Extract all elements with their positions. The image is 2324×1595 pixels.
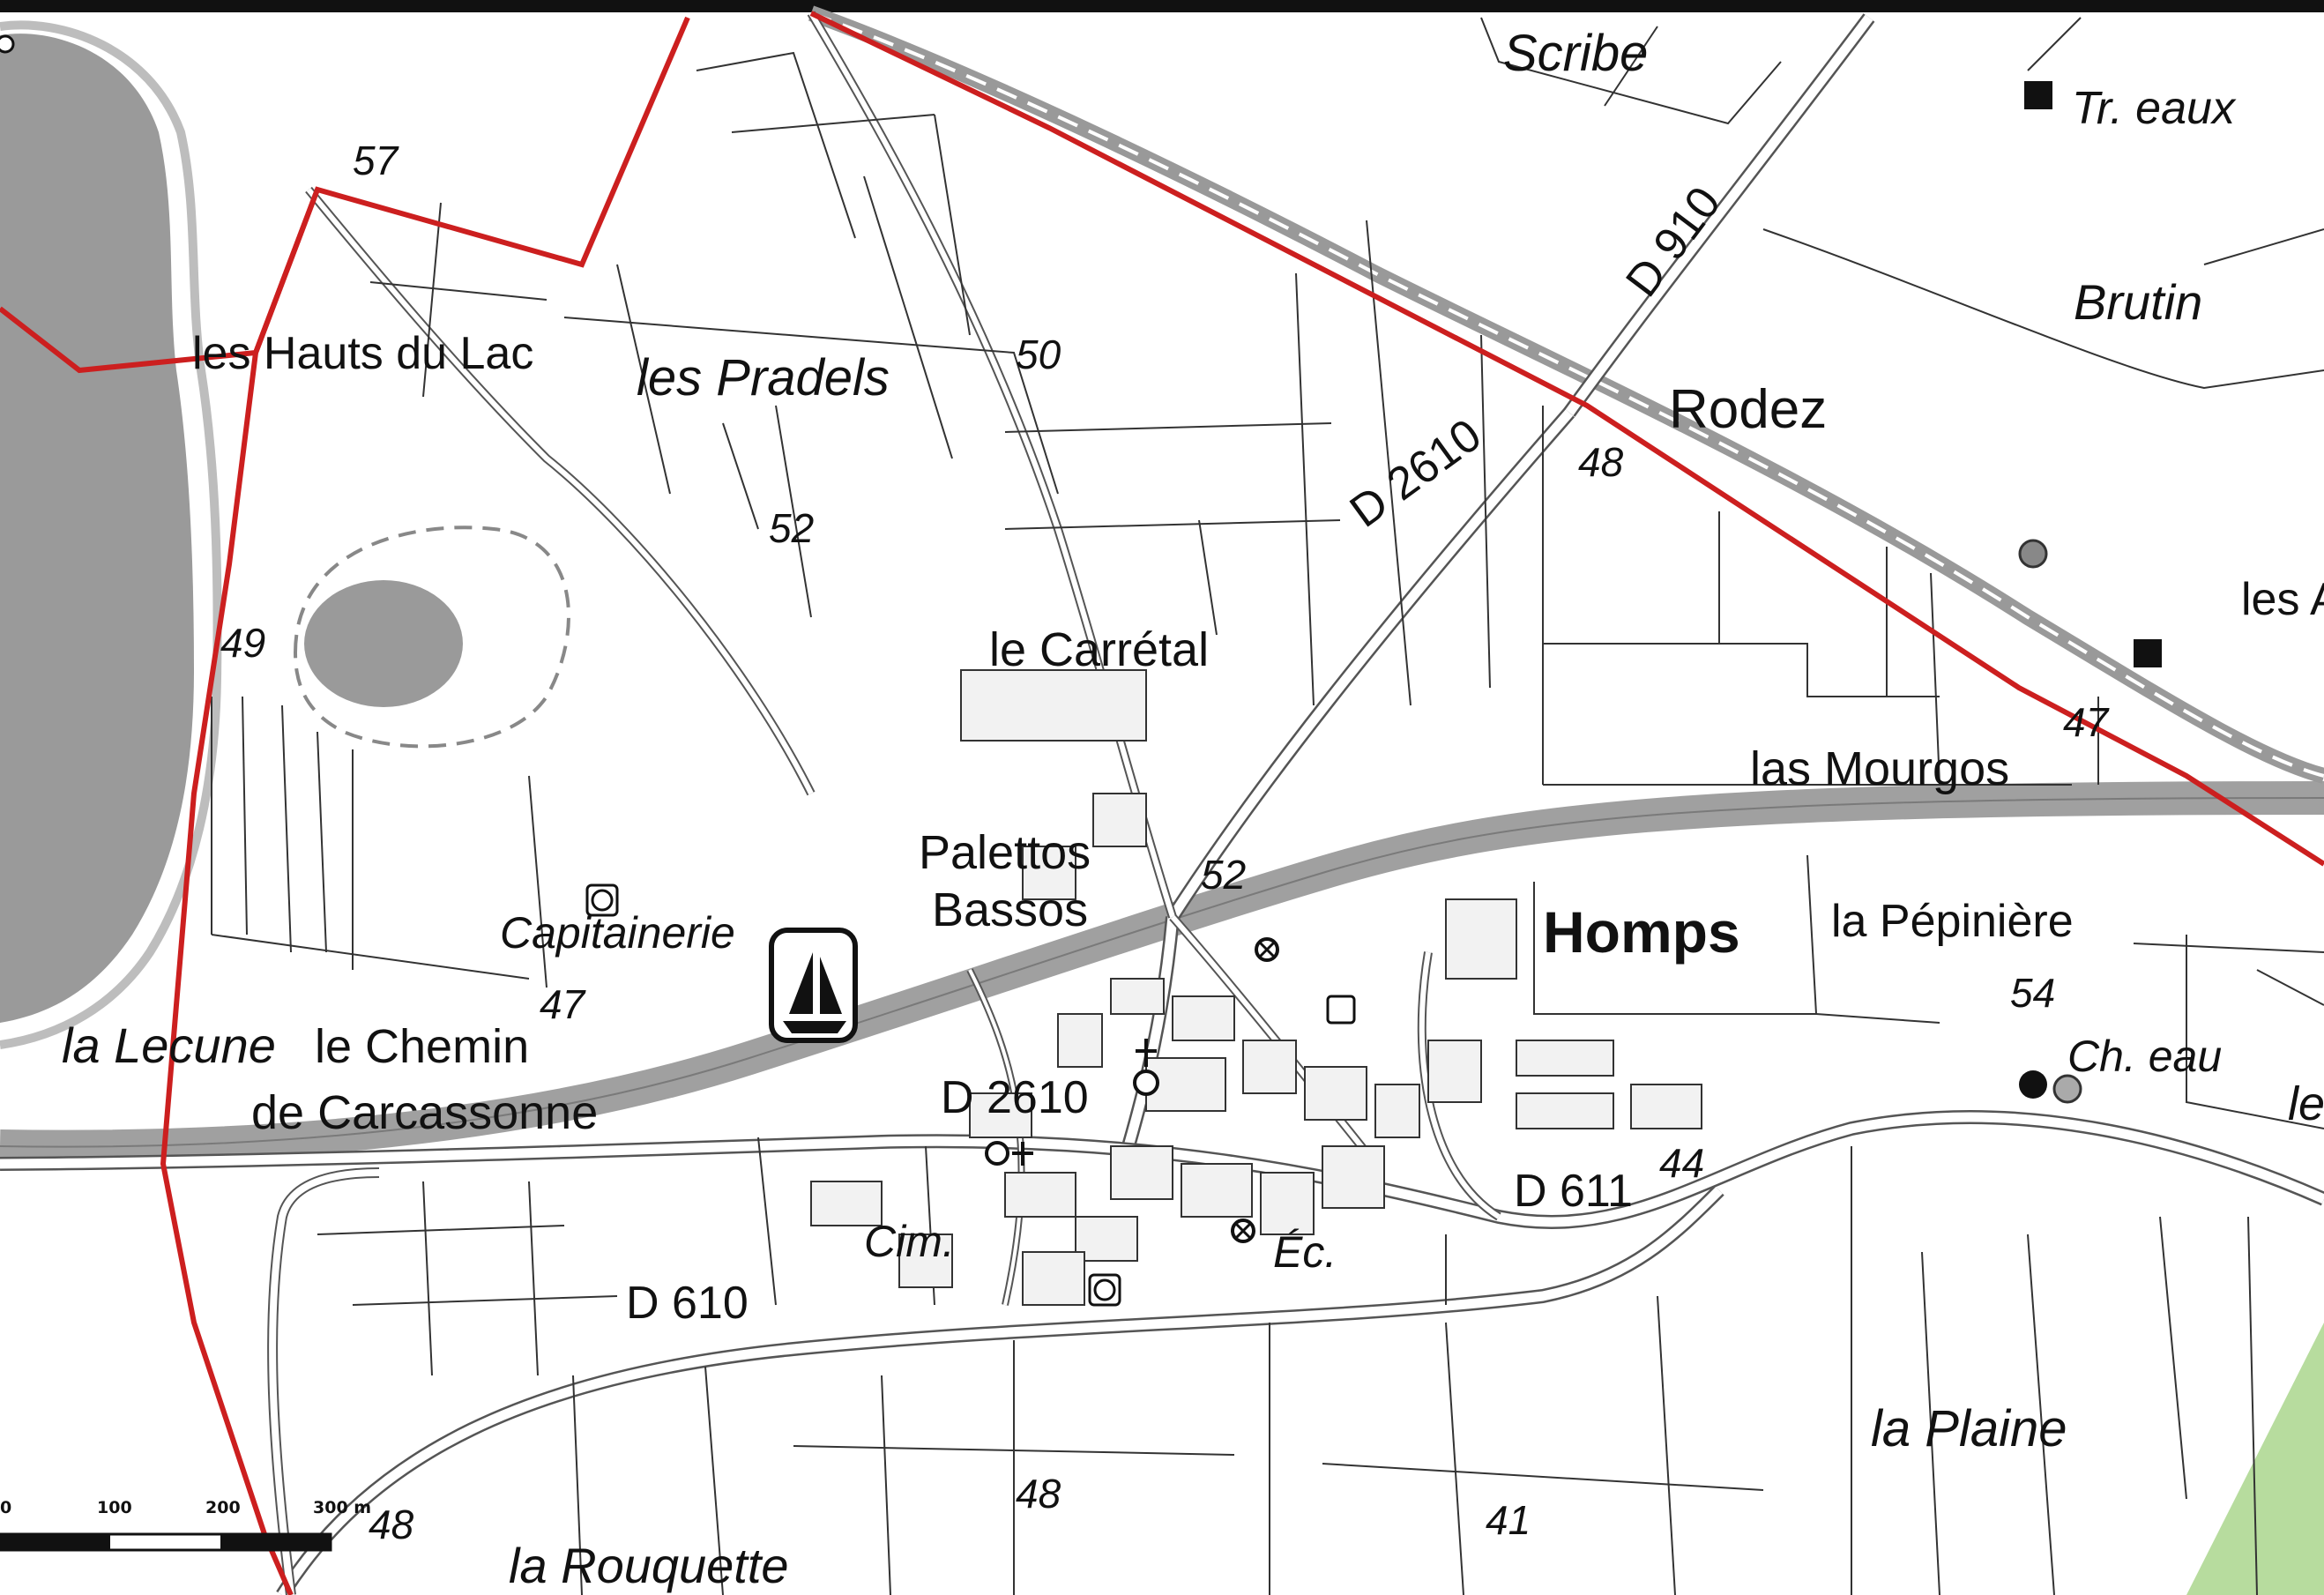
label-bassos: Bassos bbox=[932, 883, 1088, 936]
railway-track bbox=[810, 11, 2324, 778]
label-rodez: Rodez bbox=[1669, 379, 1827, 440]
label-ec: Éc. bbox=[1273, 1227, 1337, 1277]
lake bbox=[0, 20, 222, 1049]
altitude-49: 49 bbox=[220, 620, 265, 666]
altitude-48-s: 48 bbox=[1016, 1471, 1061, 1517]
cadastral-parcels bbox=[211, 17, 2324, 1595]
label-palettos: Palettos bbox=[919, 826, 1091, 879]
altitude-50: 50 bbox=[1016, 332, 1061, 377]
altitude-54: 54 bbox=[2010, 970, 2055, 1016]
scale-label-100: 100 bbox=[97, 1498, 132, 1517]
corner-cross-circle-icon bbox=[0, 34, 15, 54]
building-square-icon bbox=[2134, 639, 2162, 667]
canal-edge bbox=[0, 797, 2324, 1148]
altitude-57: 57 bbox=[353, 138, 399, 183]
scale-label-200: 200 bbox=[205, 1498, 241, 1517]
church-cross-icon bbox=[1136, 1039, 1157, 1067]
altitude-52-n: 52 bbox=[769, 505, 814, 551]
point-grey-icon bbox=[2018, 539, 2048, 569]
label-homps: Homps bbox=[1543, 899, 1740, 965]
label-la-rouquette: la Rouquette bbox=[509, 1538, 789, 1593]
label-capitainerie: Capitainerie bbox=[500, 908, 735, 958]
label-les-a: les A bbox=[2241, 574, 2324, 625]
commune-boundary-west bbox=[160, 188, 320, 1595]
cemetery-cross-icon bbox=[1012, 1142, 1033, 1166]
label-d2610-south: D 2610 bbox=[941, 1072, 1089, 1123]
cemetery-circle-icon bbox=[985, 1141, 1009, 1166]
forest-area bbox=[2186, 1323, 2324, 1595]
altitude-47-w: 47 bbox=[540, 981, 586, 1027]
scale-label-0: 0 bbox=[0, 1498, 11, 1517]
commune-boundary-north-east bbox=[809, 11, 2324, 867]
label-la-pepiniere: la Pépinière bbox=[1831, 896, 2074, 947]
scale-label-300m: 300 m bbox=[313, 1498, 371, 1517]
label-brutin: Brutin bbox=[2074, 274, 2202, 330]
altitude-48-sw: 48 bbox=[369, 1502, 414, 1547]
label-d610: D 610 bbox=[626, 1278, 749, 1329]
church-circle-icon bbox=[1133, 1070, 1159, 1096]
label-le-carretal: le Carrétal bbox=[989, 623, 1209, 676]
sign-icon-3 bbox=[1326, 995, 1356, 1025]
marina-symbol bbox=[769, 928, 858, 1043]
top-frame-border bbox=[0, 0, 2324, 12]
label-las-mourgos: las Mourgos bbox=[1750, 742, 2009, 795]
altitude-41: 41 bbox=[1486, 1497, 1531, 1543]
point-grey-icon-2 bbox=[2052, 1074, 2082, 1104]
label-la-lecune: la Lecune bbox=[62, 1017, 276, 1073]
label-ch-eau: Ch. eau bbox=[2067, 1032, 2222, 1081]
label-tr-eaux: Tr. eaux bbox=[2072, 83, 2237, 134]
label-les-hauts-du-lac: les Hauts du Lac bbox=[192, 328, 533, 379]
altitude-48-ne: 48 bbox=[1578, 439, 1624, 485]
label-cim: Cim. bbox=[864, 1217, 955, 1266]
label-le-chemin: le Chemin bbox=[315, 1020, 529, 1073]
pond bbox=[304, 580, 463, 707]
altitude-52-c: 52 bbox=[1201, 852, 1246, 898]
altitude-47-e: 47 bbox=[2063, 699, 2110, 745]
label-les-pradels: les Pradels bbox=[637, 349, 890, 406]
scale-bar: 0 100 200 300 m bbox=[0, 1498, 371, 1552]
label-de-carcassonne: de Carcassonne bbox=[251, 1086, 598, 1139]
map-symbols bbox=[0, 34, 2162, 1307]
pond-path bbox=[293, 525, 570, 749]
roads bbox=[0, 11, 2324, 1595]
label-le-right: le bbox=[2288, 1077, 2324, 1130]
label-scribe: Scribe bbox=[1503, 25, 1648, 82]
altitude-44: 44 bbox=[1659, 1140, 1704, 1186]
water-treatment-square-icon bbox=[2024, 81, 2052, 109]
water-tower-dot-icon bbox=[2019, 1070, 2047, 1099]
label-la-plaine: la Plaine bbox=[1871, 1400, 2067, 1457]
label-d611: D 611 bbox=[1514, 1166, 1633, 1217]
village-blocks bbox=[810, 669, 1702, 1306]
